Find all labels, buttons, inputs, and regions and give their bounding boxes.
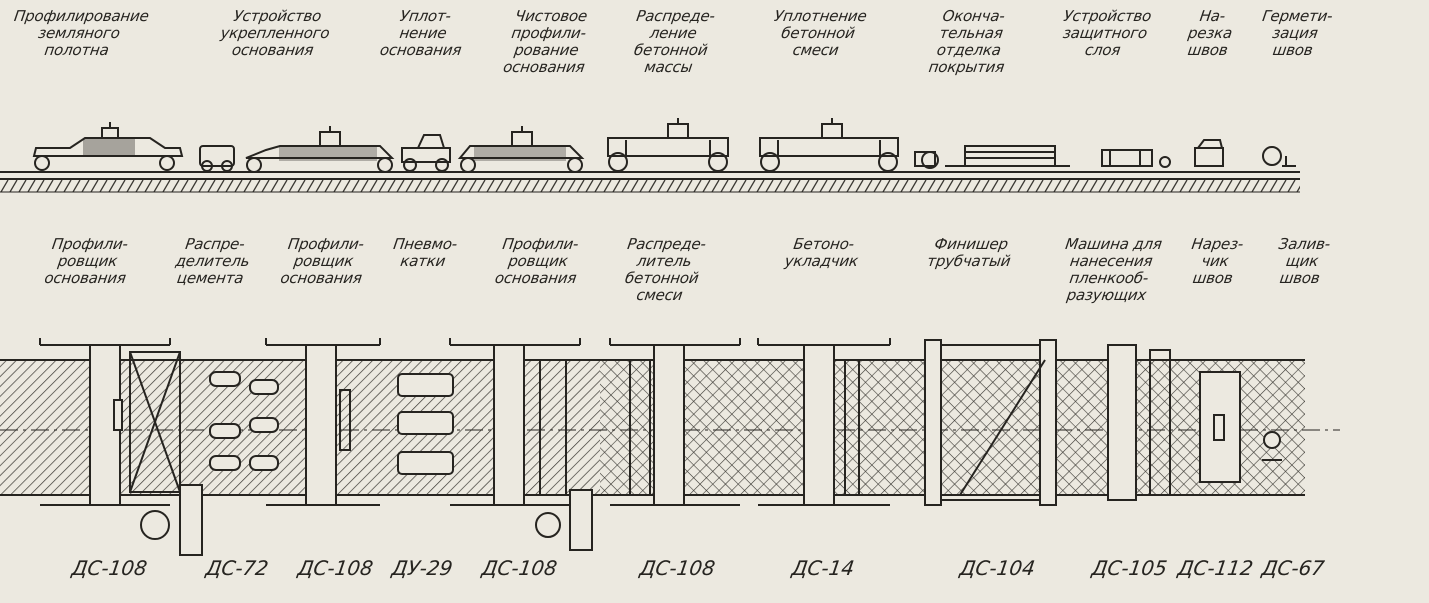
machine-frames <box>39 338 1282 556</box>
machine-label-11: Залив- щик швов <box>1277 235 1332 287</box>
model-code-7: ДС-14 <box>790 556 856 580</box>
finisher-frame <box>924 339 1057 506</box>
operation-label-compaction: Уплот- нение основания <box>378 7 463 59</box>
profiler-frame-3 <box>449 338 593 551</box>
machine-label-6: Распреде- литель бетонной смеси <box>623 235 708 304</box>
machine-label-5: Профили- ровщик основания <box>493 235 580 287</box>
model-code-4: ДУ-29 <box>390 556 455 580</box>
joint-sealer-frame <box>1262 431 1282 461</box>
spreader-frame <box>129 351 279 556</box>
joint-cutter-side-icon <box>1194 139 1224 167</box>
concrete-spreader-side-icon <box>607 118 729 172</box>
film-machine-frame <box>1107 344 1171 501</box>
paver-side-icon <box>759 118 899 172</box>
machine-label-9: Машина для нанесения пленкооб- разующих <box>1064 235 1164 304</box>
profiler-side-icon-2 <box>457 126 585 173</box>
roller-side-icon <box>401 134 451 172</box>
concrete-spreader-frame <box>609 338 741 506</box>
finisher-side-icon <box>914 145 1070 169</box>
machine-label-7: Бетоно- укладчик <box>783 235 860 270</box>
operation-label-protective-layer: Устройство защитного слоя <box>1061 7 1153 59</box>
machine-label-4: Пневмо- катки <box>392 235 459 270</box>
side-view <box>0 118 1300 193</box>
spreader-side-icon <box>199 145 235 172</box>
paver-frame <box>757 338 891 506</box>
operation-label-grading: Профилирование земляного полотна <box>12 7 151 59</box>
profiler-frame-2 <box>265 338 381 506</box>
operation-label-concrete-compaction: Уплотнение бетонной смеси <box>773 7 868 59</box>
operation-label-profiling: Чистовое профили- рование основания <box>502 7 589 76</box>
machine-label-1: Профили- ровщик основания <box>43 235 130 287</box>
operation-label-cutting: На- резка швов <box>1186 7 1234 59</box>
roller-frames <box>397 373 454 475</box>
machine-label-10: Нарез- чик швов <box>1190 235 1245 287</box>
film-machine-side-icon <box>1101 149 1171 168</box>
model-code-11: ДС-67 <box>1260 556 1326 580</box>
operation-label-sealing: Гермети- зация швов <box>1261 7 1334 59</box>
machine-label-2: Распре- делитель цемента <box>174 235 251 287</box>
model-code-5: ДС-108 <box>480 556 559 580</box>
model-code-3: ДС-108 <box>296 556 375 580</box>
operation-label-distribution: Распреде- ление бетонной массы <box>632 7 717 76</box>
operation-label-base: Устройство укрепленного основания <box>219 7 331 59</box>
profiler-frame-1 <box>39 338 171 506</box>
model-code-6: ДС-108 <box>638 556 717 580</box>
machine-label-8: Финишер трубчатый <box>926 235 1012 270</box>
model-code-1: ДС-108 <box>70 556 149 580</box>
machine-label-3: Профили- ровщик основания <box>279 235 366 287</box>
operation-label-finishing: Оконча- тельная отделка покрытия <box>927 7 1006 76</box>
profiler-side-icon <box>245 126 395 173</box>
grader-side-icon <box>32 122 184 171</box>
model-code-10: ДС-112 <box>1176 556 1255 580</box>
model-code-2: ДС-72 <box>204 556 270 580</box>
joint-cutter-frame <box>1199 371 1241 483</box>
model-code-9: ДС-105 <box>1090 556 1169 580</box>
joint-sealer-side-icon <box>1262 146 1296 167</box>
model-code-8: ДС-104 <box>958 556 1037 580</box>
